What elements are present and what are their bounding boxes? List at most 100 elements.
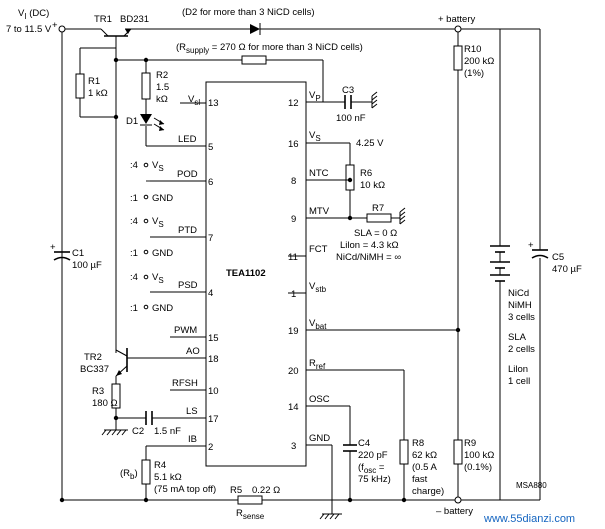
r6-resistor: R6 10 kΩ: [345, 164, 385, 191]
r10-tol: (1%): [464, 68, 484, 79]
pin-label-ls: LS: [186, 406, 198, 417]
c5-capacitor: + C5 470 µF: [528, 240, 582, 275]
pin-label-led: LED: [178, 134, 197, 145]
r5-resistor: R5 0.22 Ω Rsense: [230, 485, 280, 521]
r9-resistor: R9 100 kΩ (0.1%): [453, 438, 494, 473]
c1-capacitor: + C1 100 µF: [50, 242, 102, 271]
plus-sign-vi: +: [52, 20, 58, 31]
r7-option-sla: SLA = 0 Ω: [354, 228, 397, 239]
pin-label-vstb: Vstb: [309, 281, 327, 294]
pin-label-pod: POD: [177, 169, 198, 180]
c5-plus: +: [528, 240, 534, 251]
pin-num-19: 19: [288, 326, 299, 337]
ic-left-pins: Vsl 13 LED 5 POD 6 PTD 7 PSD 4 PWM 15 AO…: [172, 94, 219, 453]
battery-type-lilon: Lilon: [508, 364, 528, 375]
battery-type-3cells: 3 cells: [508, 312, 535, 323]
pin-label-vs: VS: [309, 130, 321, 143]
d2-note: (D2 for more than 3 NiCD cells): [182, 7, 315, 18]
pin-num-9: 9: [291, 214, 296, 225]
r2-resistor: R2 1.5 kΩ: [141, 70, 169, 105]
pin-num-5: 5: [208, 142, 213, 153]
vs-level: 4.25 V: [356, 138, 384, 149]
r7-name: R7: [372, 203, 384, 214]
psd-vs: VS: [152, 272, 164, 285]
pin-num-10: 10: [208, 386, 219, 397]
d2-diode: (D2 for more than 3 NiCD cells): [182, 7, 315, 35]
battery-stack-icon: [490, 245, 510, 282]
battery-type-nimh: NiMH: [508, 300, 532, 311]
ptd-gnd: GND: [152, 248, 173, 259]
c4-name: C4: [358, 438, 370, 449]
c1-value: 100 µF: [72, 260, 102, 271]
pin-label-rfsh: RFSH: [172, 378, 198, 389]
c4-capacitor: C4 220 pF (fosc = 75 kHz): [343, 438, 391, 485]
r5-value: 0.22 Ω: [252, 485, 280, 496]
ic-right-pins: 12 VP 16 VS 8 NTC 9 MTV 11 FCT 1 Vstb 19…: [288, 90, 330, 452]
r8-note1: (0.5 A: [412, 462, 437, 473]
r9-tol: (0.1%): [464, 462, 492, 473]
pin-label-vbat: Vbat: [309, 318, 327, 331]
pin-label-gnd: GND: [309, 433, 330, 444]
ic-name: TEA1102: [226, 268, 266, 279]
ptd-ratio1: :1: [130, 248, 138, 259]
c3-ground-icon: [371, 91, 378, 109]
r9-value: 100 kΩ: [464, 450, 494, 461]
r7-option-nicd: NiCd/NiMH = ∞: [336, 252, 401, 263]
r8-resistor: R8 62 kΩ (0.5 A fast charge): [399, 438, 444, 497]
ptd-selector: :4 VS :1 GND: [130, 216, 173, 259]
r7-options: SLA = 0 Ω Lilon = 4.3 kΩ NiCd/NiMH = ∞: [336, 228, 401, 263]
psd-ratio1: :1: [130, 303, 138, 314]
tr2-transistor: TR2 BC337: [80, 348, 128, 377]
pod-vs: VS: [152, 160, 164, 173]
r6-name: R6: [360, 168, 372, 179]
rsupply-note: (Rsupply = 270 Ω for more than 3 NiCD ce…: [176, 42, 363, 55]
r4-rb: (Rb): [120, 468, 138, 481]
pin-label-fct: FCT: [309, 244, 328, 255]
r8-name: R8: [412, 438, 424, 449]
c4-fosc: (fosc =: [358, 462, 385, 475]
pin-label-ao: AO: [186, 346, 200, 357]
drawing-code: MSA880: [516, 481, 547, 490]
pin-num-13: 13: [208, 98, 219, 109]
pin-num-1: 1: [291, 289, 296, 300]
r1-name: R1: [88, 76, 100, 87]
c3-name: C3: [342, 85, 354, 96]
c3-capacitor: C3 100 nF: [336, 85, 366, 124]
pin-label-ib: IB: [188, 434, 197, 445]
r7-resistor: R7: [366, 203, 392, 223]
battery-types: NiCd NiMH 3 cells SLA 2 cells Lilon 1 ce…: [508, 288, 535, 387]
tr2-type: BC337: [80, 364, 109, 375]
c4-value: 220 pF: [358, 450, 388, 461]
psd-selector: :4 VS :1 GND: [130, 272, 173, 314]
c3-value: 100 nF: [336, 113, 366, 124]
c1-name: C1: [72, 248, 84, 259]
pin-label-psd: PSD: [178, 280, 198, 291]
pin-num-6: 6: [208, 177, 213, 188]
r1-value: 1 kΩ: [88, 88, 108, 99]
d1-name: D1: [126, 116, 138, 127]
ptd-ratio4: :4: [130, 216, 138, 227]
pin-num-2: 2: [208, 442, 213, 453]
pin-num-20: 20: [288, 366, 299, 377]
rsupply-resistor: (Rsupply = 270 Ω for more than 3 NiCD ce…: [176, 42, 363, 65]
pin-num-12: 12: [288, 98, 299, 109]
terminals: [58, 25, 462, 504]
pin-num-7: 7: [208, 233, 213, 244]
supply-labels: VI (DC) 7 to 11.5 V + + battery – batter…: [6, 8, 475, 517]
tr2-ground-icon: [101, 429, 128, 436]
pin-label-vp: VP: [309, 90, 321, 103]
r6-value: 10 kΩ: [360, 180, 385, 191]
c1-plus: +: [50, 242, 56, 253]
pod-ratio1: :1: [130, 193, 138, 204]
battery-type-nicd: NiCd: [508, 288, 529, 299]
r5-role: Rsense: [236, 508, 265, 521]
r8-note3: charge): [412, 486, 444, 497]
psd-ratio4: :4: [130, 272, 138, 283]
d1-led: D1: [126, 114, 165, 131]
r3-name: R3: [92, 386, 104, 397]
r4-name: R4: [154, 460, 166, 471]
r2-name: R2: [156, 70, 168, 81]
pin-label-ptd: PTD: [178, 225, 197, 236]
tr1-type: BD231: [120, 14, 149, 25]
c5-value: 470 µF: [552, 264, 582, 275]
